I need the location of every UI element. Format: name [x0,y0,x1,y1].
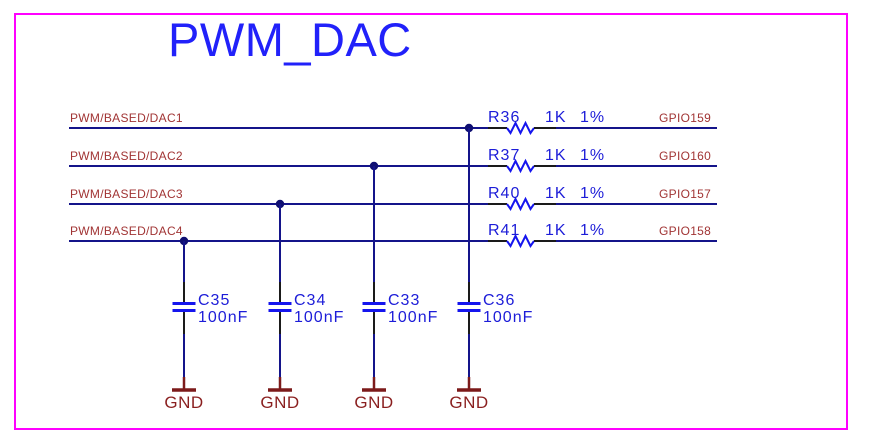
gpio-label: GPIO159 [659,111,712,125]
capacitor-plate [362,309,386,312]
gpio-label: GPIO160 [659,149,712,163]
resistor-tolerance: 1% [580,222,606,239]
capacitor-plate [268,309,292,312]
schematic-title: PWM_DAC [168,13,412,66]
gnd-label: GND [449,393,489,412]
sheet-border [14,13,848,430]
resistor-value: 1K [545,147,567,164]
capacitor-ref: C36 [483,292,516,309]
capacitor-plate [172,309,196,312]
resistor-symbol [506,120,535,136]
resistor-symbol [506,196,535,212]
gnd-label: GND [164,393,204,412]
resistor-symbol [506,233,535,249]
resistor-ref: R37 [488,147,521,164]
resistor-ref: R41 [488,222,521,239]
resistor-ref: R36 [488,109,521,126]
capacitor-ref: C34 [294,292,327,309]
capacitor-value: 100nF [198,309,249,326]
capacitor-plate [172,302,196,305]
resistor-value: 1K [545,109,567,126]
gpio-label: GPIO158 [659,224,712,238]
cap-column-c33 [362,166,386,392]
resistor-ref: R40 [488,185,521,202]
gpio-label: GPIO157 [659,187,712,201]
capacitor-ref: C35 [198,292,231,309]
resistor-tolerance: 1% [580,185,606,202]
capacitor-ref: C33 [388,292,421,309]
capacitor-plate [268,302,292,305]
resistor-tolerance: 1% [580,147,606,164]
cap-column-c34 [268,204,292,392]
resistor-value: 1K [545,222,567,239]
capacitor-value: 100nF [294,309,345,326]
capacitor-plate [362,302,386,305]
resistor-value: 1K [545,185,567,202]
net-label: PWM/BASED/DAC1 [70,111,183,125]
capacitor-value: 100nF [483,309,534,326]
resistor-symbol [506,158,535,174]
net-row-dac1 [69,120,717,136]
net-row-dac4 [69,233,717,249]
net-label: PWM/BASED/DAC2 [70,149,183,163]
net-row-dac2 [69,158,717,174]
capacitor-value: 100nF [388,309,439,326]
gnd-label: GND [354,393,394,412]
gnd-label: GND [260,393,300,412]
net-label: PWM/BASED/DAC4 [70,224,183,238]
resistor-tolerance: 1% [580,109,606,126]
capacitor-plate [457,309,481,312]
capacitor-plate [457,302,481,305]
cap-column-c36 [457,128,481,392]
cap-column-c35 [172,241,196,392]
net-label: PWM/BASED/DAC3 [70,187,183,201]
